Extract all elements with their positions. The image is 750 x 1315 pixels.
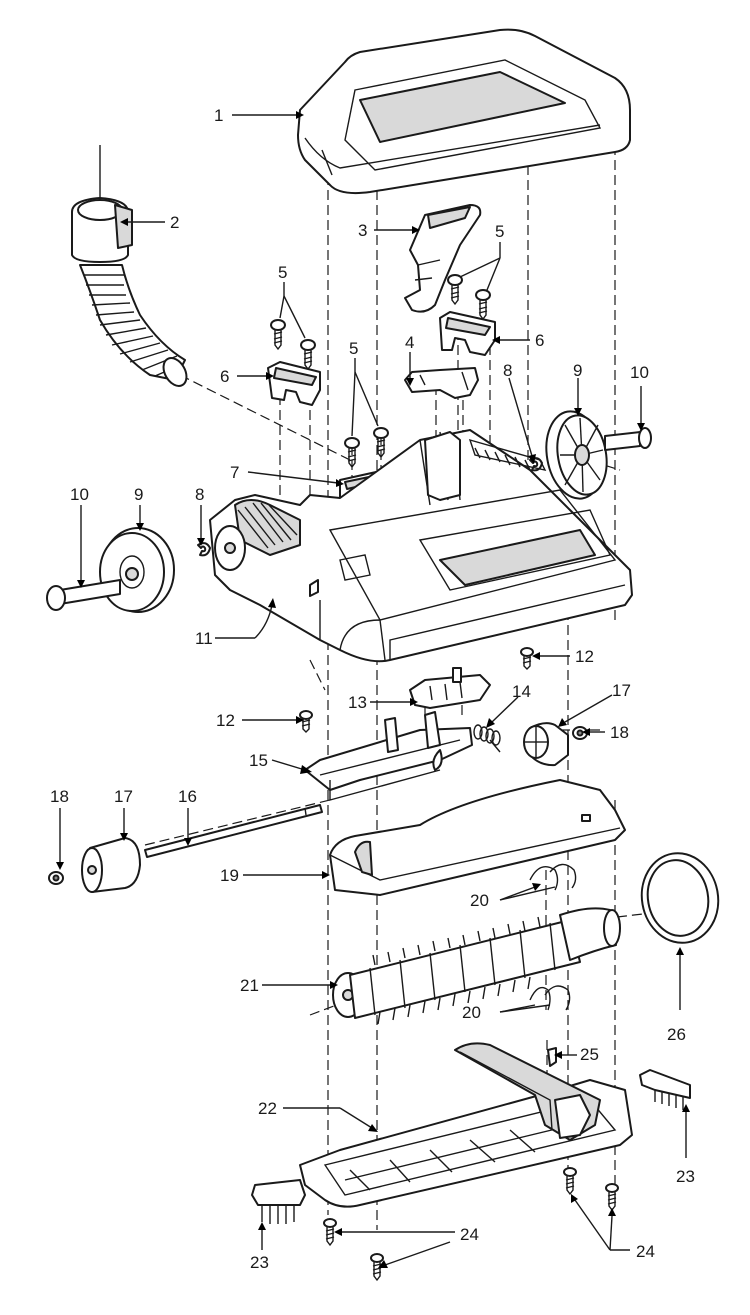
label-15: 15 <box>249 751 268 770</box>
part-12-screw-right <box>520 647 534 670</box>
label-7: 7 <box>230 463 239 482</box>
label-24-right: 24 <box>636 1242 655 1261</box>
label-10-right: 10 <box>630 363 649 382</box>
label-23-left: 23 <box>250 1253 269 1272</box>
part-9-wheel-right <box>545 410 608 500</box>
part-17-cap-right <box>523 722 569 767</box>
part-6-bracket-left <box>267 361 321 406</box>
part-12-screw-left <box>299 710 313 733</box>
part-1-top-cover <box>297 28 631 195</box>
label-4: 4 <box>405 333 414 352</box>
part-18-nut-left <box>48 871 64 885</box>
part-2-hose <box>71 145 188 387</box>
label-24-left: 24 <box>460 1225 479 1244</box>
part-13-bracket <box>409 667 491 709</box>
label-2: 2 <box>170 213 179 232</box>
label-23-right: 23 <box>676 1167 695 1186</box>
label-19: 19 <box>220 866 239 885</box>
part-8-clip-left <box>197 542 211 557</box>
part-5-screws-left <box>270 319 316 371</box>
label-5-left: 5 <box>278 263 287 282</box>
part-14-spring <box>473 724 501 753</box>
label-8-right: 8 <box>503 361 512 380</box>
label-6-left: 6 <box>220 367 229 386</box>
part-10-axle-right <box>604 427 652 451</box>
label-10-left: 10 <box>70 485 89 504</box>
label-1: 1 <box>214 106 223 125</box>
leader-lines <box>56 111 690 1268</box>
label-9-left: 9 <box>134 485 143 504</box>
label-17-right: 17 <box>612 681 631 700</box>
label-14: 14 <box>512 682 531 701</box>
part-23-brush-left <box>251 1179 306 1224</box>
label-21: 21 <box>240 976 259 995</box>
part-20-clips-upper <box>529 863 577 891</box>
assembly-guide-lines <box>144 130 661 1230</box>
part-25-spring-clip <box>547 1047 557 1067</box>
part-21-brush-roll <box>332 907 621 1025</box>
label-12-right: 12 <box>575 647 594 666</box>
label-12-left: 12 <box>216 711 235 730</box>
label-16: 16 <box>178 787 197 806</box>
label-8-left: 8 <box>195 485 204 504</box>
part-17-cap-left <box>81 837 141 893</box>
label-3: 3 <box>358 221 367 240</box>
label-6-right: 6 <box>535 331 544 350</box>
part-3-lever <box>404 204 482 313</box>
part-9-wheel-left <box>99 527 175 613</box>
part-19-belt-cover <box>329 779 626 896</box>
part-4-latch <box>404 367 479 399</box>
label-20-lower: 20 <box>462 1003 481 1022</box>
part-5-screws-middle <box>344 427 389 469</box>
label-17-left: 17 <box>114 787 133 806</box>
part-23-brush-right <box>639 1069 691 1110</box>
part-11-base-housing <box>209 429 633 663</box>
label-18-right: 18 <box>610 723 629 742</box>
label-9-right: 9 <box>573 361 582 380</box>
part-10-axle-left <box>46 579 121 611</box>
label-5-top-right: 5 <box>495 222 504 241</box>
label-22: 22 <box>258 1099 277 1118</box>
part-15-plate <box>304 711 473 801</box>
part-20-clips-lower <box>529 985 571 1011</box>
part-16-shaft <box>144 804 323 858</box>
label-20-upper: 20 <box>470 891 489 910</box>
part-number-labels: 1 2 3 5 5 6 5 4 6 8 9 10 7 10 9 8 11 12 … <box>50 106 695 1272</box>
label-26: 26 <box>667 1025 686 1044</box>
label-25: 25 <box>580 1045 599 1064</box>
label-13: 13 <box>348 693 367 712</box>
label-18-left: 18 <box>50 787 69 806</box>
part-26-belt <box>640 852 720 944</box>
label-5-middle: 5 <box>349 339 358 358</box>
label-11: 11 <box>195 629 213 648</box>
part-22-base-plate <box>299 1042 633 1208</box>
part-6-bracket-right <box>439 311 496 356</box>
